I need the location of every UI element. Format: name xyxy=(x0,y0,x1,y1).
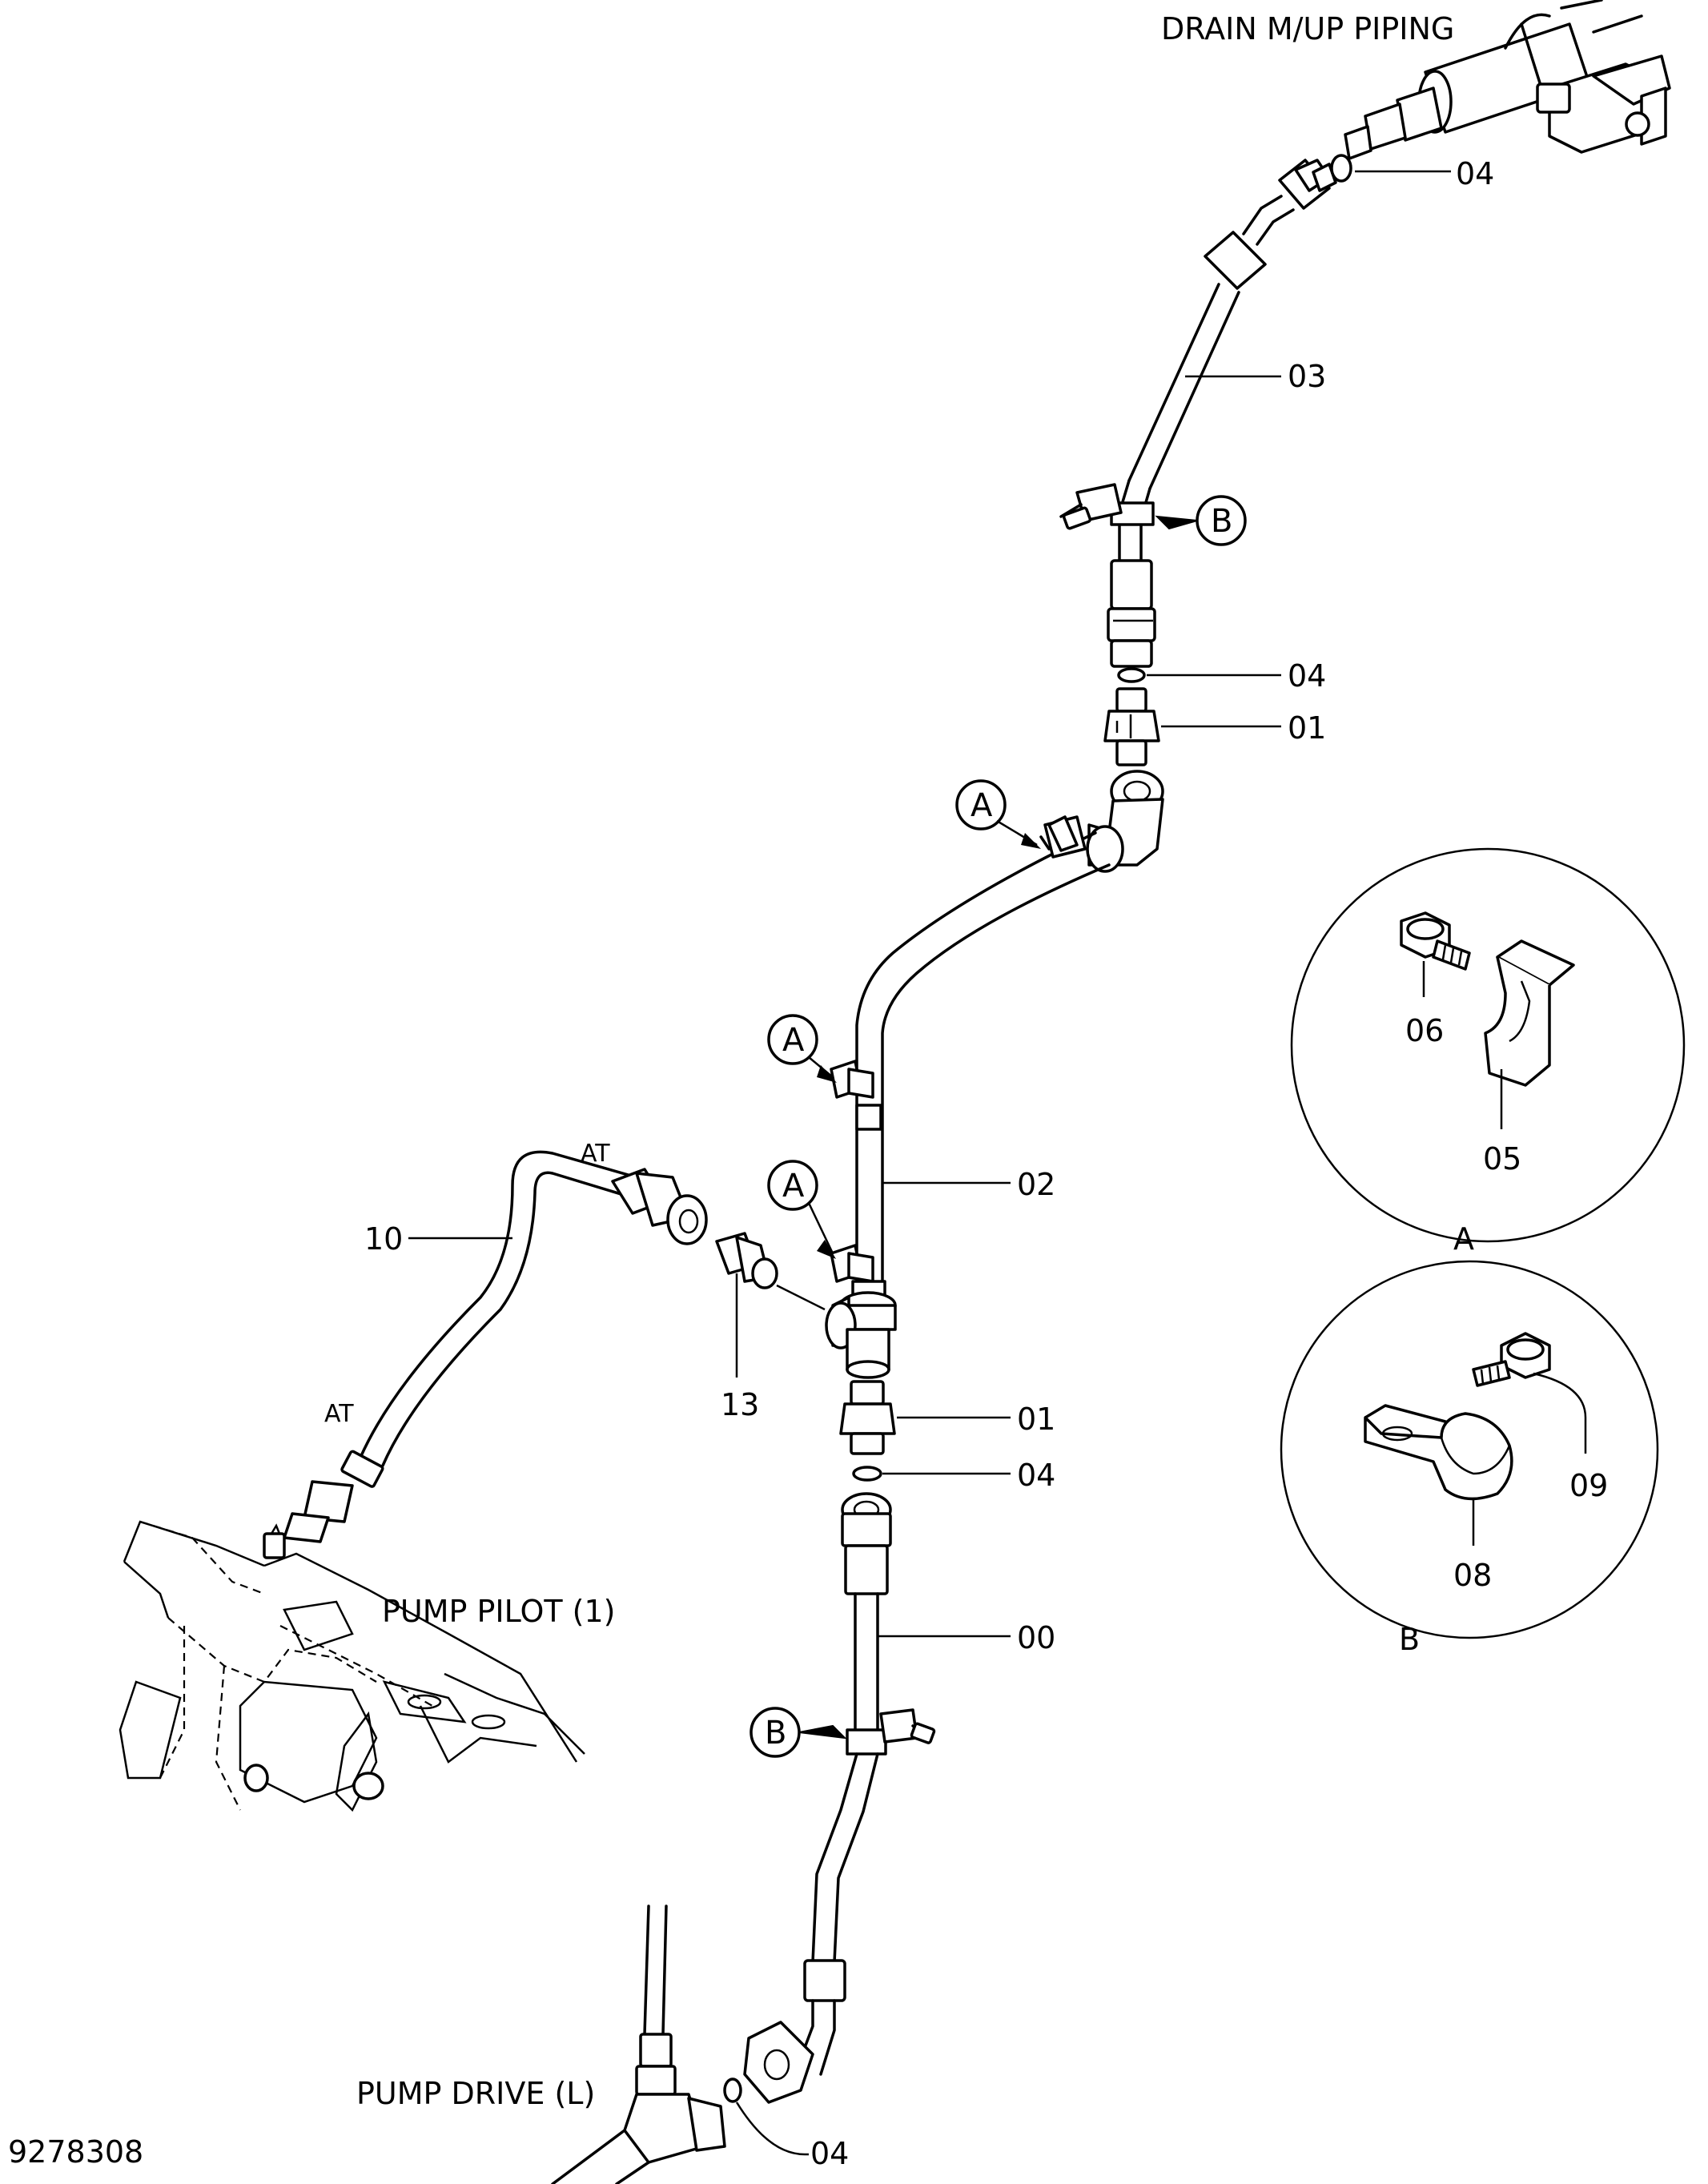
part-label-01-upper: 01 xyxy=(1288,710,1326,746)
part-label-04-mid: 04 xyxy=(1288,658,1326,694)
part-label-04-top: 04 xyxy=(1456,156,1494,191)
part-label-09: 09 xyxy=(1569,1468,1608,1503)
o-ring-04-bottom xyxy=(723,2077,742,2103)
detail-view-b xyxy=(1280,1260,1659,1639)
adapter-13 xyxy=(715,1232,826,1311)
hose-10 xyxy=(283,1150,708,1543)
part-label-00: 00 xyxy=(1017,1620,1055,1655)
o-ring-04-top xyxy=(1330,154,1352,183)
callout-b-letter: B xyxy=(1211,503,1232,540)
pipe-03 xyxy=(1059,159,1337,668)
o-ring-04-lower-mid xyxy=(852,1466,882,1482)
marker-at-upper: AT xyxy=(581,1140,610,1168)
detail-view-a xyxy=(1290,847,1686,1243)
detail-callout-a-1: A xyxy=(955,779,1041,849)
part-label-04-bottom: 04 xyxy=(810,2136,849,2171)
part-label-05: 05 xyxy=(1483,1141,1521,1176)
callout-b-letter-2: B xyxy=(765,1715,786,1752)
part-label-04-lower-mid: 04 xyxy=(1017,1458,1055,1493)
pump-drive-label: PUMP DRIVE (L) xyxy=(356,2076,595,2111)
adapter-01-upper xyxy=(1103,687,1160,766)
detail-callout-b-lower: B xyxy=(750,1707,847,1758)
part-label-01-lower: 01 xyxy=(1017,1402,1055,1437)
pipe-00 xyxy=(743,1492,936,2104)
drain-piping-label: DRAIN M/UP PIPING xyxy=(1161,11,1454,46)
detail-callout-b-upper: B xyxy=(1155,495,1247,546)
part-label-10: 10 xyxy=(364,1221,403,1257)
detail-a-title: A xyxy=(1453,1221,1474,1257)
part-label-06: 06 xyxy=(1405,1013,1444,1048)
callout-a-letter-2: A xyxy=(782,1022,805,1059)
o-ring-04-mid xyxy=(1117,667,1146,683)
pump-pilot-assembly xyxy=(119,1520,585,1812)
part-label-03: 03 xyxy=(1288,359,1326,394)
pipe-02 xyxy=(825,770,1164,1379)
callout-a-letter-1: A xyxy=(971,787,993,824)
pump-drive-assembly xyxy=(551,1904,726,2184)
part-label-13: 13 xyxy=(721,1387,759,1422)
figure-number: 9278308 xyxy=(8,2134,143,2170)
part-label-02: 02 xyxy=(1017,1167,1055,1202)
part-label-08: 08 xyxy=(1453,1558,1492,1593)
detail-b-title: B xyxy=(1399,1622,1420,1657)
detail-callout-a-3: A xyxy=(767,1160,836,1259)
drain-piping-assembly xyxy=(1344,0,1671,160)
pump-pilot-label: PUMP PILOT (1) xyxy=(382,1594,615,1629)
marker-at-lower: AT xyxy=(324,1400,354,1428)
detail-callout-a-2: A xyxy=(767,1014,837,1083)
callout-a-letter-3: A xyxy=(782,1168,805,1205)
adapter-01-lower xyxy=(839,1380,896,1455)
